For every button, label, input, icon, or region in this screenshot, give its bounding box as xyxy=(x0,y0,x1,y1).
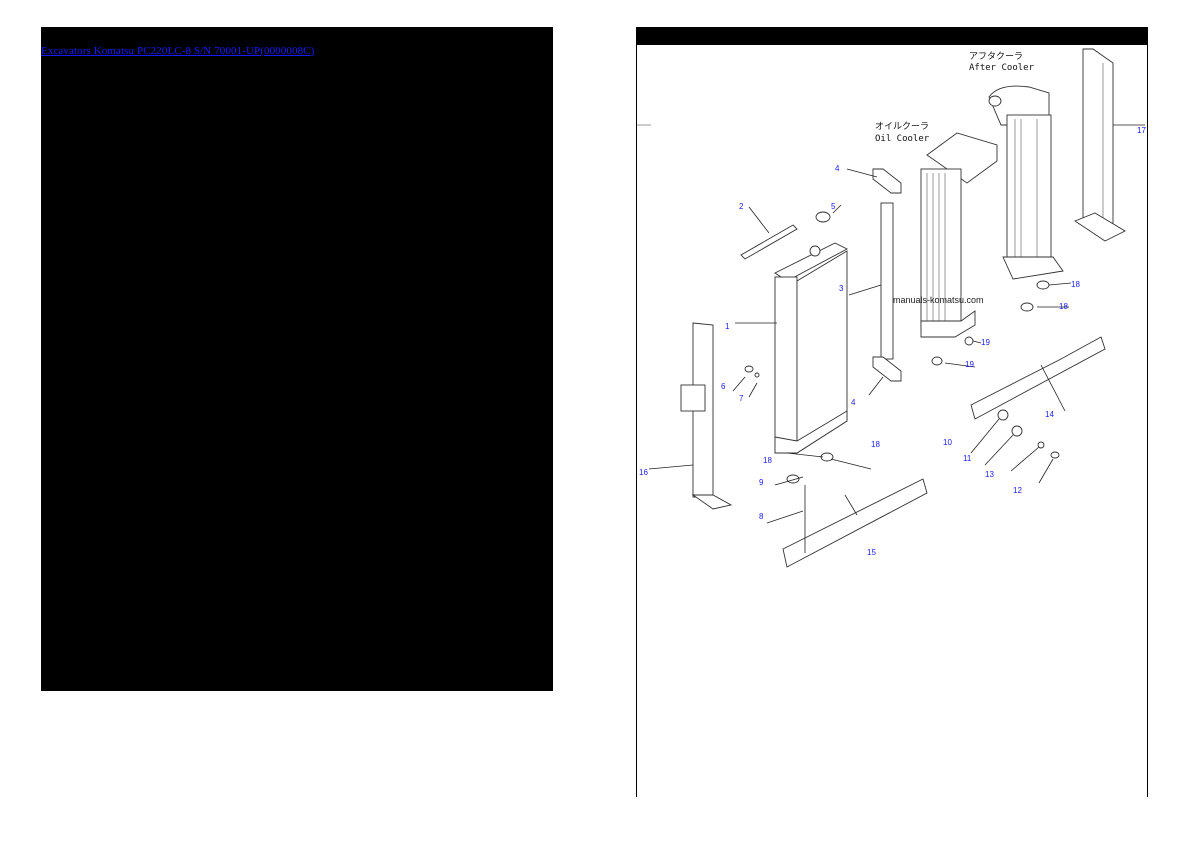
bracket-17-part xyxy=(1074,48,1126,242)
part-label-18-c[interactable]: 18 xyxy=(871,440,880,449)
left-panel: Excavators Komatsu PC220LC-8 S/N 70001-U… xyxy=(41,27,553,691)
part-label-15[interactable]: 15 xyxy=(867,548,876,557)
part-label-17[interactable]: 17 xyxy=(1137,126,1146,135)
part-label-18-d[interactable]: 18 xyxy=(763,456,772,465)
oil-cooler-caption-en: Oil Cooler xyxy=(875,134,930,144)
cushion-4-top-part xyxy=(872,168,902,194)
part-label-19-a[interactable]: 19 xyxy=(981,338,990,347)
part-label-3[interactable]: 3 xyxy=(839,284,844,293)
part-label-10[interactable]: 10 xyxy=(943,438,952,447)
part-label-19-b[interactable]: 19 xyxy=(965,360,974,369)
part-label-18-a[interactable]: 18 xyxy=(1071,280,1080,289)
cap-5-part xyxy=(815,211,831,223)
bracket-14-part xyxy=(970,336,1106,420)
after-cooler-caption-jp: アフタクーラ xyxy=(969,51,1023,62)
bracket-16-part xyxy=(680,322,733,510)
part-label-2[interactable]: 2 xyxy=(739,202,744,211)
after-cooler-part xyxy=(988,85,1064,280)
bracket-15-part xyxy=(782,478,928,568)
part-label-4-bottom[interactable]: 4 xyxy=(851,398,856,407)
model-link[interactable]: PC220LC-8 S/N 70001-UP(0000008C) xyxy=(137,45,315,57)
part-label-6[interactable]: 6 xyxy=(721,382,726,391)
seal-3-part xyxy=(880,202,894,360)
diagram-header-bar xyxy=(637,27,1147,45)
part-label-18-b[interactable]: 18 xyxy=(1059,302,1068,311)
part-label-11[interactable]: 11 xyxy=(963,454,972,463)
watermark: manuals-komatsu.com xyxy=(893,295,984,305)
part-label-16[interactable]: 16 xyxy=(639,468,648,477)
parts-diagram: アフタクーラ After Cooler オイルクーラ Oil Cooler xyxy=(637,48,1146,568)
category-link[interactable]: Excavators Komatsu xyxy=(41,45,135,57)
part-label-9[interactable]: 9 xyxy=(759,478,764,487)
after-cooler-caption-en: After Cooler xyxy=(969,63,1035,73)
part-label-8[interactable]: 8 xyxy=(759,512,764,521)
part-label-14[interactable]: 14 xyxy=(1045,410,1054,419)
part-label-5[interactable]: 5 xyxy=(831,202,836,211)
parts-diagram-panel: アフタクーラ After Cooler オイルクーラ Oil Cooler xyxy=(636,27,1148,797)
oil-cooler-caption-jp: オイルクーラ xyxy=(875,121,929,132)
cushion-4-bottom-part xyxy=(872,356,902,382)
seal-2-part xyxy=(740,224,798,260)
part-label-12[interactable]: 12 xyxy=(1013,486,1022,495)
part-label-13[interactable]: 13 xyxy=(985,470,994,479)
breadcrumb: Excavators Komatsu PC220LC-8 S/N 70001-U… xyxy=(41,45,314,57)
part-label-1[interactable]: 1 xyxy=(725,322,730,331)
part-label-7[interactable]: 7 xyxy=(739,394,744,403)
radiator-part xyxy=(774,242,848,454)
part-label-4-top[interactable]: 4 xyxy=(835,164,840,173)
oil-cooler-part xyxy=(920,132,998,338)
